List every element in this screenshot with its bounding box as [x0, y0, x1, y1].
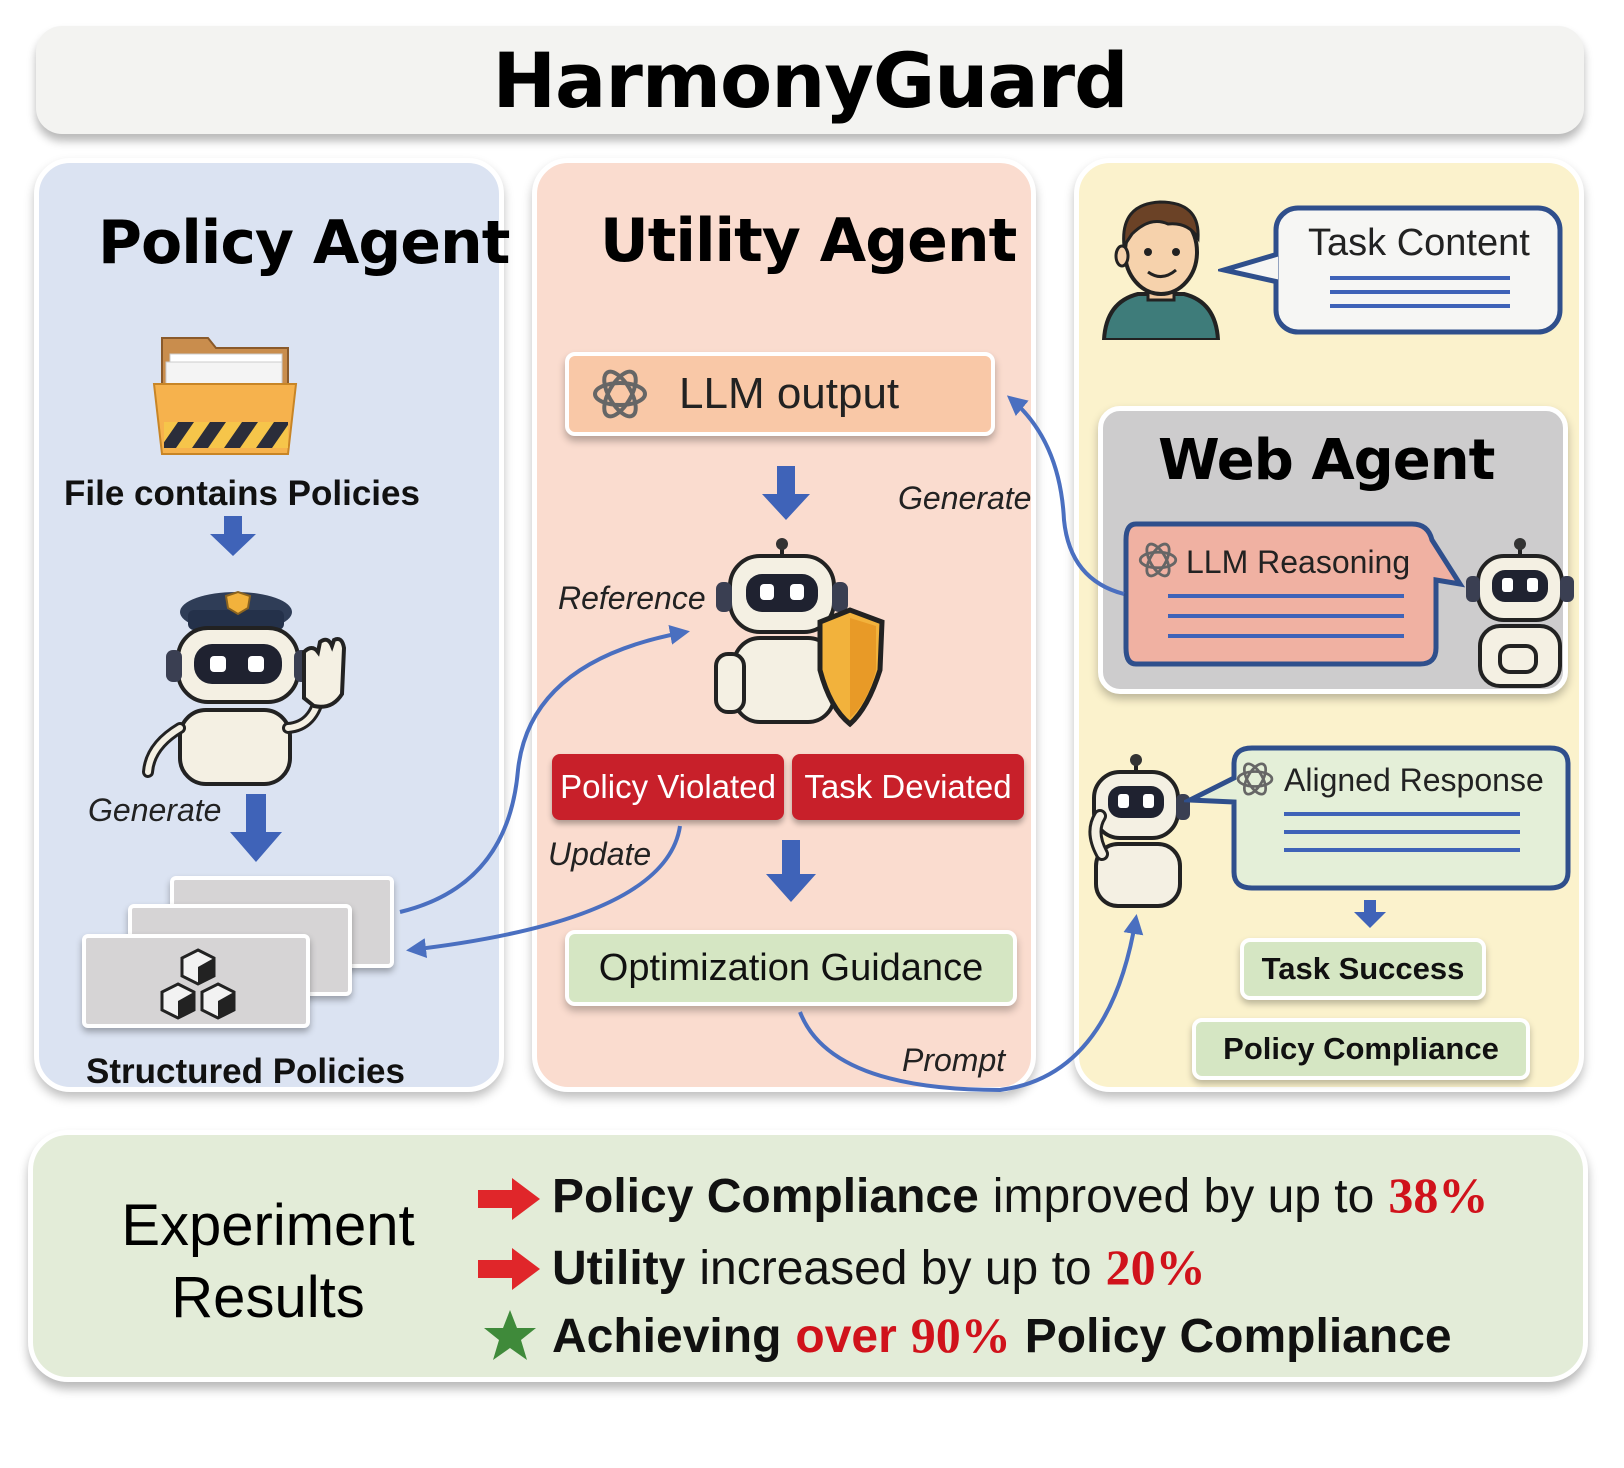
results-title-line2: Results	[171, 1265, 365, 1330]
experiment-results-bar	[28, 1130, 1588, 1382]
task-content-bubble	[1218, 205, 1563, 335]
structured-policies-label: Structured Policies	[86, 1052, 405, 1091]
result-3-over: over	[795, 1310, 897, 1363]
robot-icon	[1466, 538, 1574, 688]
down-arrow-icon	[762, 466, 810, 520]
result-3-metric: Policy Compliance	[1024, 1310, 1452, 1363]
result-2-text: increased by up to	[699, 1242, 1092, 1295]
prompt-connector	[798, 914, 1144, 1093]
policy-violated-label: Policy Violated	[560, 768, 776, 805]
shield-robot-icon	[714, 538, 885, 728]
optimization-guidance-label: Optimization Guidance	[598, 946, 984, 989]
police-robot-icon	[142, 590, 347, 786]
aligned-response-bubble	[1184, 745, 1571, 891]
prompt-label: Prompt	[902, 1042, 1006, 1078]
red-arrow-icon	[478, 1248, 540, 1290]
openai-logo-icon	[1138, 542, 1178, 578]
openai-logo-icon	[593, 369, 647, 419]
title-bar: HarmonyGuard	[36, 26, 1584, 134]
robot-icon	[1088, 754, 1190, 908]
task-deviated-label: Task Deviated	[804, 768, 1012, 805]
result-line-compliance: Policy Compliance improved by up to 38%	[552, 1166, 1488, 1224]
llm-output-box: LLM output	[565, 352, 995, 436]
update-label: Update	[548, 836, 652, 872]
optimization-guidance-box: Optimization Guidance	[565, 930, 1017, 1006]
policy-compliance-box: Policy Compliance	[1192, 1018, 1530, 1080]
reference-label: Reference	[558, 580, 706, 616]
policy-generate-label: Generate	[88, 792, 222, 828]
llm-reasoning-bubble	[1123, 521, 1466, 667]
folder-icon	[152, 337, 298, 455]
user-avatar-icon	[1101, 200, 1221, 340]
page-title: HarmonyGuard	[492, 35, 1128, 125]
result-2-metric: Utility	[552, 1242, 686, 1295]
red-arrow-icon	[478, 1178, 540, 1220]
llm-reasoning-label: LLM Reasoning	[1186, 544, 1411, 580]
reference-connector	[399, 624, 690, 914]
down-arrow-icon	[230, 794, 282, 862]
result-1-text: improved by up to	[992, 1170, 1375, 1223]
results-title-line1: Experiment	[121, 1193, 415, 1258]
result-line-achieving: Achieving over 90% Policy Compliance	[552, 1306, 1452, 1364]
task-deviated-tag: Task Deviated	[792, 754, 1024, 820]
result-2-value: 20%	[1105, 1239, 1206, 1295]
generate-connector	[1006, 395, 1125, 596]
task-success-label: Task Success	[1261, 951, 1465, 986]
update-connector	[406, 825, 682, 959]
policy-cubes-icon	[160, 948, 236, 1020]
task-success-box: Task Success	[1240, 938, 1486, 1000]
result-1-metric: Policy Compliance	[552, 1170, 979, 1223]
down-arrow-icon	[210, 516, 256, 556]
down-arrow-icon	[1354, 900, 1386, 928]
utility-agent-heading: Utility Agent	[600, 206, 1017, 276]
policy-compliance-label: Policy Compliance	[1223, 1031, 1499, 1066]
connector-lines	[399, 395, 1144, 1093]
policy-agent-heading: Policy Agent	[98, 208, 510, 278]
task-content-label: Task Content	[1308, 222, 1530, 264]
utility-generate-label: Generate	[898, 480, 1032, 516]
result-3-value: 90%	[910, 1307, 1011, 1363]
result-line-utility: Utility increased by up to 20%	[552, 1238, 1206, 1296]
file-contains-policies-label: File contains Policies	[64, 474, 420, 513]
down-arrow-icon	[766, 840, 816, 902]
openai-logo-icon	[1236, 762, 1274, 796]
star-icon	[484, 1310, 536, 1360]
aligned-response-label: Aligned Response	[1284, 762, 1544, 798]
policy-violated-tag: Policy Violated	[552, 754, 784, 820]
result-1-value: 38%	[1388, 1167, 1489, 1223]
result-3-achieving: Achieving	[552, 1310, 782, 1363]
llm-output-label: LLM output	[679, 369, 900, 418]
web-agent-heading: Web Agent	[1158, 428, 1495, 493]
experiment-results-title: Experiment Results	[98, 1190, 438, 1334]
